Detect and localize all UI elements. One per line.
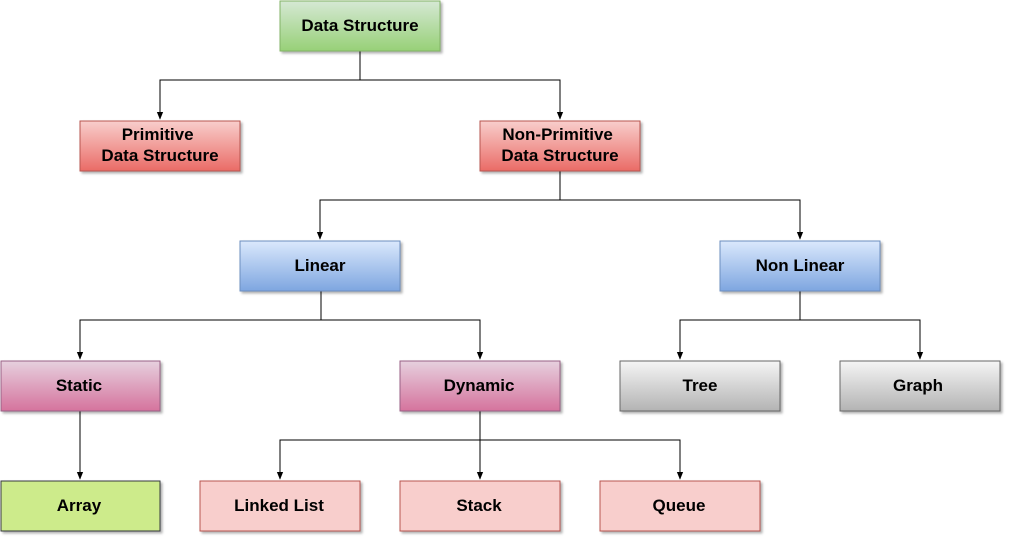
edge-dynamic-to-linked-list	[276, 411, 481, 480]
node-linear-label: Linear	[294, 256, 345, 275]
edge-data-structure-to-non-primitive	[360, 79, 564, 120]
node-stack-label: Stack	[456, 496, 502, 515]
node-non-primitive-line2: Data Structure	[501, 146, 618, 165]
node-array-label: Array	[57, 496, 102, 515]
node-non-primitive-line1: Non-Primitive	[502, 125, 613, 144]
node-queue: Queue	[599, 480, 761, 532]
node-static-label: Static	[56, 376, 102, 395]
edge-dynamic-to-queue	[480, 439, 684, 480]
edge-linear-to-static	[76, 291, 322, 360]
edge-non-linear-to-tree	[676, 291, 801, 360]
edge-linear-to-dynamic	[321, 319, 484, 360]
connectors	[76, 51, 924, 480]
node-stack: Stack	[399, 480, 561, 532]
node-linear: Linear	[239, 240, 401, 292]
node-primitive-line2: Data Structure	[101, 146, 218, 165]
node-primitive: Primitive Data Structure	[79, 120, 241, 172]
node-data-structure-label: Data Structure	[301, 16, 418, 35]
edge-non-linear-to-graph	[800, 319, 924, 360]
node-primitive-label: Primitive Data Structure	[101, 125, 218, 165]
node-linked-list-label: Linked List	[234, 496, 324, 515]
node-tree-label: Tree	[683, 376, 718, 395]
node-static: Static	[0, 360, 161, 412]
edge-data-structure-to-primitive	[156, 51, 361, 120]
node-dynamic-label: Dynamic	[444, 376, 515, 395]
node-graph-label: Graph	[893, 376, 943, 395]
edge-non-primitive-to-non-linear	[560, 199, 804, 240]
node-non-linear: Non Linear	[719, 240, 881, 292]
edge-non-primitive-to-linear	[316, 171, 561, 240]
node-graph: Graph	[839, 360, 1001, 412]
node-array: Array	[0, 480, 161, 532]
node-queue-label: Queue	[653, 496, 706, 515]
node-data-structure: Data Structure	[279, 0, 441, 52]
node-linked-list: Linked List	[199, 480, 361, 532]
node-dynamic: Dynamic	[399, 360, 561, 412]
node-tree: Tree	[619, 360, 781, 412]
node-non-primitive-label: Non-Primitive Data Structure	[501, 125, 618, 165]
node-primitive-line1: Primitive	[122, 125, 194, 144]
node-non-linear-label: Non Linear	[756, 256, 845, 275]
node-non-primitive: Non-Primitive Data Structure	[479, 120, 641, 172]
